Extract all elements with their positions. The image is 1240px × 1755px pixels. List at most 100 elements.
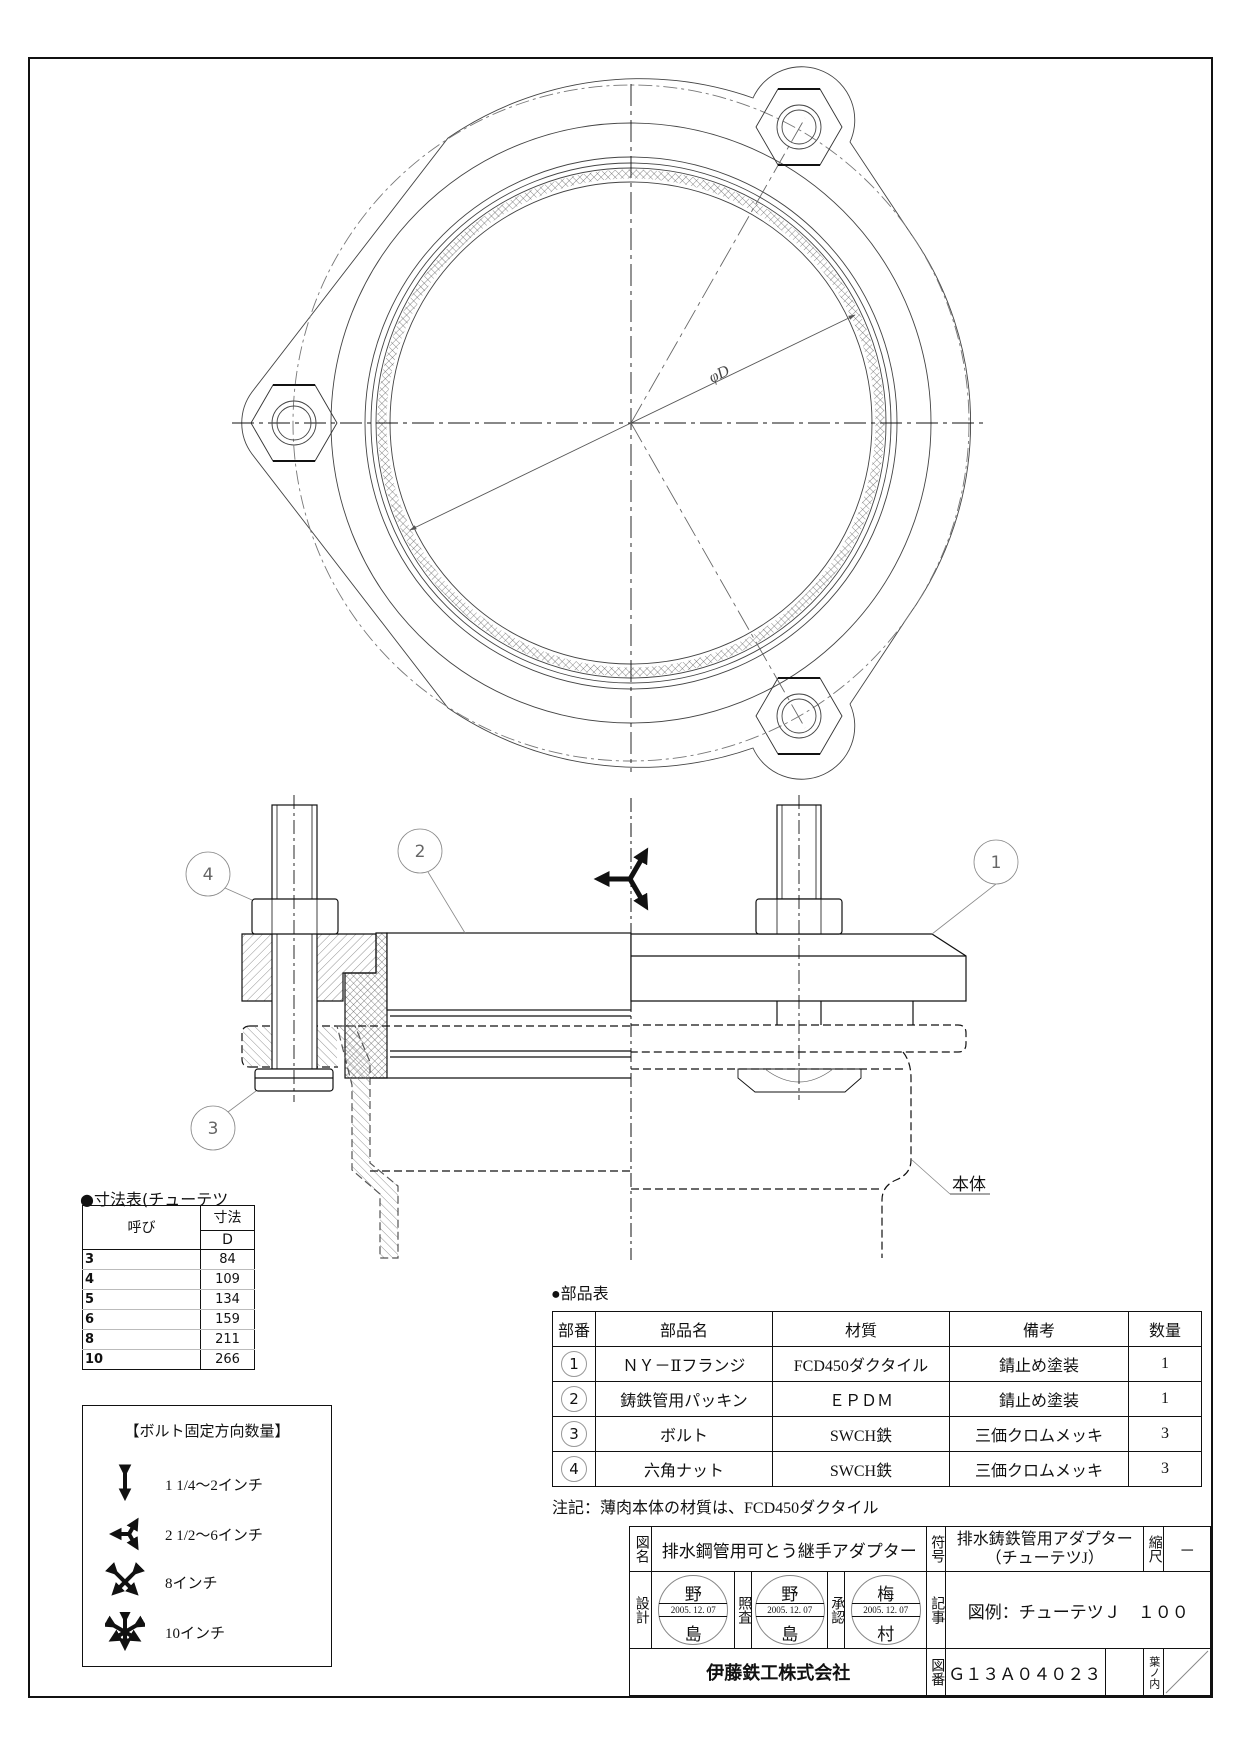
nominal-cell: 8: [82, 1329, 201, 1350]
body-label: 本体: [952, 1175, 986, 1194]
design-stamp-cell: 野 2005. 12. 07 島: [651, 1571, 736, 1650]
legend-label: 1 1/4～2インチ: [165, 1478, 263, 1494]
sheet-cell: [1163, 1648, 1212, 1697]
body-hidden-outline: [881, 1051, 912, 1258]
diameter-dimension-line: [630, 314, 856, 424]
parts-header-row: 部番 部品名 材質 備考 数量: [552, 1311, 1202, 1347]
three-way-arrow-icon: [108, 1517, 139, 1551]
part-material: ＥＰＤＭ: [772, 1381, 950, 1417]
part-qty: 1: [1128, 1346, 1202, 1382]
four-way-arrow-icon: [105, 1562, 145, 1596]
stamp-bottom: 島: [781, 1625, 799, 1645]
remarks-label: 記事: [929, 1596, 945, 1625]
legend-item: 8インチ: [83, 1562, 331, 1602]
table-row: 3 ボルト SWCH鉄 三価クロムメッキ 3: [552, 1416, 1202, 1452]
remarks: 図例：チューテツＪ １００: [945, 1571, 1212, 1650]
part-name: 鋳鉄管用パッキン: [595, 1381, 773, 1417]
stamp-top: 野: [781, 1585, 799, 1605]
flange-outer-profile: [241, 66, 972, 780]
blank-cell: [1105, 1648, 1145, 1697]
parts-footnote: 注記：薄肉本体の材質は、FCD450ダクタイル: [552, 1500, 879, 1517]
d-cell: 159: [200, 1309, 255, 1330]
bolt-radial-centerline: [630, 117, 806, 424]
part-name: ボルト: [595, 1416, 773, 1452]
dimension-table-title: ●寸法表(チューテツ: [80, 1190, 229, 1209]
part-note: 錆止め塗装: [949, 1381, 1129, 1417]
code-line1: 排水鋳鉄管用アダプター: [956, 1531, 1133, 1549]
header-cell: 備考: [949, 1311, 1129, 1347]
legend-item: 10インチ: [83, 1612, 331, 1652]
three-way-bolt-direction-icon: [593, 847, 649, 911]
part-material: SWCH鉄: [772, 1451, 950, 1487]
six-way-arrow-icon: [105, 1612, 145, 1652]
part-material: SWCH鉄: [772, 1416, 950, 1452]
stamp-date: 2005. 12. 07: [755, 1603, 824, 1618]
flange-section-right: [630, 933, 967, 1002]
drawing-number: Ｇ１３Ａ０４０２３: [945, 1648, 1107, 1697]
stamp-bottom: 島: [684, 1625, 702, 1645]
legend-item: 1 1/4～2インチ: [83, 1464, 331, 1504]
diameter-dimension-line: [409, 422, 632, 531]
bolt-shaft-left: [271, 804, 318, 1070]
design-label: 設計: [633, 1596, 649, 1625]
legend-label: 10インチ: [165, 1626, 226, 1642]
part-note: 錆止め塗装: [949, 1346, 1129, 1382]
part-note: 三価クロムメッキ: [949, 1451, 1129, 1487]
nominal-cell: 5: [82, 1289, 201, 1310]
ring-piece: [386, 932, 632, 1011]
code-line2: （チューテツJ）: [985, 1550, 1104, 1568]
two-way-arrow-icon: [118, 1464, 132, 1502]
sheet-diagonal: [1165, 1650, 1209, 1694]
section-view: 1 2 3 4 本体: [185, 795, 1019, 1260]
balloon-1-label: 1: [991, 853, 1002, 873]
stamp-date: 2005. 12. 07: [851, 1603, 920, 1618]
hidden-nut: [737, 1068, 862, 1093]
parts-table-title: ●部品表: [551, 1286, 609, 1303]
balloon-2-label: 2: [415, 842, 426, 862]
code-cell: 排水鋳鉄管用アダプター （チューテツJ）: [945, 1526, 1145, 1573]
d-cell: 266: [200, 1349, 255, 1370]
lower-flange-hidden-right: [631, 1024, 967, 1053]
approve-stamp: 梅 2005. 12. 07 村: [850, 1575, 921, 1646]
part-material: FCD450ダクタイル: [772, 1346, 950, 1382]
bolt-nut-bottom-right: [755, 677, 843, 755]
stamp-date: 2005. 12. 07: [659, 1603, 728, 1618]
company-name: 伊藤鉄工株式会社: [629, 1648, 928, 1697]
header-cell: 数量: [1128, 1311, 1202, 1347]
part-name: ＮＹ－Ⅱフランジ: [595, 1346, 773, 1382]
legend-item: 2 1/2～6インチ: [83, 1514, 331, 1554]
stamp-bottom: 村: [877, 1625, 895, 1645]
bolt-direction-legend: 【ボルト固定方向数量】 1 1/4～2インチ 2 1/2～6インチ 8インチ: [82, 1405, 332, 1667]
nominal-cell: 10: [82, 1349, 201, 1370]
legend-label: 8インチ: [165, 1576, 218, 1592]
header-nominal: 呼び: [82, 1205, 201, 1250]
table-row: 2 鋳鉄管用パッキン ＥＰＤＭ 錆止め塗装 1: [552, 1381, 1202, 1417]
part-number-balloon: 2: [561, 1386, 587, 1412]
balloon-4-label: 4: [203, 865, 214, 885]
part-qty: 1: [1128, 1381, 1202, 1417]
table-row: 1 ＮＹ－Ⅱフランジ FCD450ダクタイル 錆止め塗装 1: [552, 1346, 1202, 1382]
part-number-balloon: 4: [561, 1456, 587, 1482]
design-stamp: 野 2005. 12. 07 島: [658, 1575, 729, 1646]
header-dimension: 寸法: [200, 1205, 255, 1231]
header-cell: 部品名: [595, 1311, 773, 1347]
nominal-cell: 4: [82, 1269, 201, 1290]
body-wall-hatched: [336, 1025, 399, 1259]
part-number-balloon: 1: [561, 1351, 587, 1377]
parts-table: 部番 部品名 材質 備考 数量 1 ＮＹ－Ⅱフランジ FCD450ダクタイル 錆…: [552, 1311, 1202, 1487]
d-cell: 109: [200, 1269, 255, 1290]
hex-nut-left: [251, 898, 339, 935]
table-row: 4 六角ナット SWCH鉄 三価クロムメッキ 3: [552, 1451, 1202, 1487]
approve-stamp-cell: 梅 2005. 12. 07 村: [844, 1571, 928, 1650]
check-label: 照査: [736, 1596, 752, 1625]
d-cell: 134: [200, 1289, 255, 1310]
code-label: 符号: [929, 1535, 945, 1564]
balloon-callouts: [185, 828, 1019, 1195]
scale-label: 縮尺: [1146, 1535, 1162, 1564]
approve-label: 承認: [829, 1596, 845, 1625]
